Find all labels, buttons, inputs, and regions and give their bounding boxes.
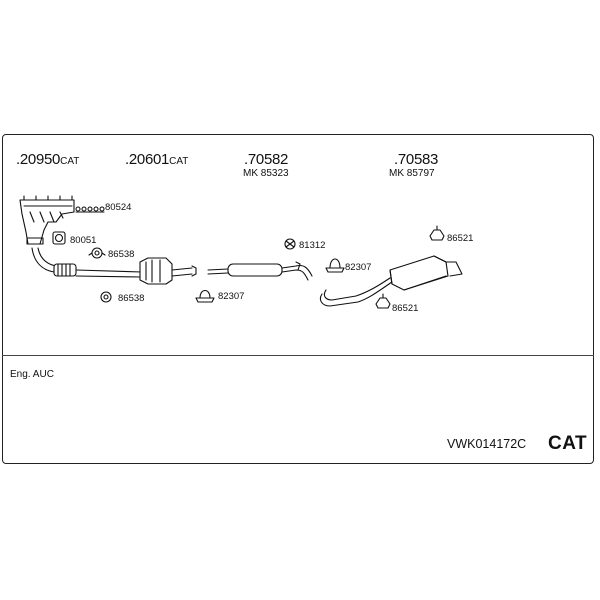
exhaust-manifold [19,195,75,245]
part-label-middle-silencer: .70582 [244,151,289,168]
cat-badge: CAT [548,433,588,454]
rubber-mount-upper [429,225,445,241]
section-divider [2,355,594,356]
mount-kit-rear-silencer: MK 85797 [389,168,435,179]
callout-86538-lower: 86538 [118,293,145,304]
u-clamp-right [325,258,345,273]
callout-81312: 81312 [299,240,326,251]
diagram-frame [2,134,594,464]
callout-86538-upper: 86538 [108,249,135,260]
callout-80524: 80524 [105,202,132,213]
callout-82307-right: 82307 [345,262,372,273]
clamp-lower [100,291,112,303]
part-label-rear-silencer: .70583 [394,151,439,168]
middle-silencer [207,261,313,281]
catalytic-converter [139,257,197,285]
clamp-upper [88,247,106,259]
mount-kit-middle-silencer: MK 85323 [243,168,289,179]
stud-set [75,206,105,213]
kit-code: VWK014172C [447,437,527,451]
callout-86521-upper: 86521 [447,233,474,244]
engine-label: Eng. AUC [10,369,54,380]
rubber-mount-lower [375,293,391,309]
gasket [52,231,66,245]
front-pipe [31,247,143,278]
part-label-manifold-cat: .20950CAT [16,151,80,168]
part-label-catalytic-converter: .20601CAT [125,151,189,168]
rubber-hanger-81312 [284,238,296,250]
rear-silencer [319,255,463,307]
u-clamp-left [195,289,215,303]
callout-86521-lower: 86521 [392,303,419,314]
callout-82307-left: 82307 [218,291,245,302]
callout-80051: 80051 [70,235,97,246]
